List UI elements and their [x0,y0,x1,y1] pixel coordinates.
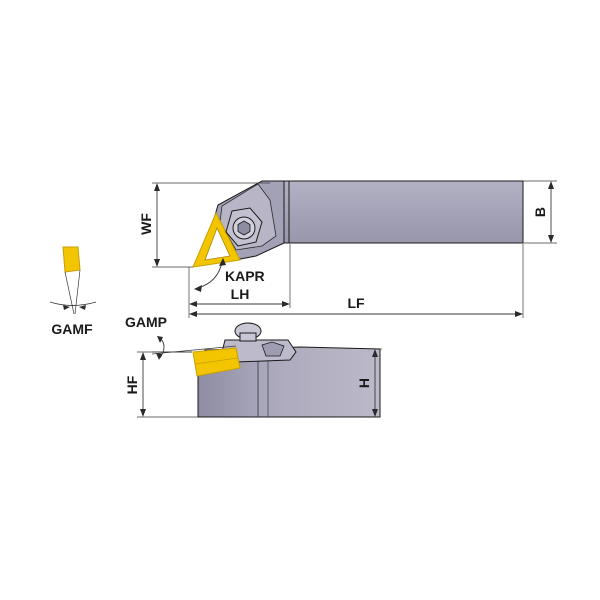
side-view [192,322,381,418]
gamp-label: GAMP [125,314,167,330]
lf-label: LF [347,295,365,311]
insert-side [192,347,241,377]
wf-label: WF [138,213,154,235]
shank-top [283,180,524,244]
hf-label: HF [124,375,140,394]
insert-inner [204,226,231,261]
b-dimension: B [523,180,557,244]
lh-label: LH [231,286,250,302]
gamf-label: GAMF [51,321,93,337]
wf-dimension: WF [138,182,270,268]
b-label: B [532,207,548,217]
top-view [192,180,524,268]
hf-dimension: HF [124,351,198,418]
insert-section [62,246,81,273]
hex-socket-screw-icon [225,207,263,247]
kapr-label: KAPR [225,268,265,284]
kapr-angle: KAPR [194,258,265,292]
gamf-detail: GAMF [49,246,97,337]
length-dimensions: LH LF [188,244,524,318]
h-label: H [356,378,372,388]
h-dimension: H [356,348,382,417]
